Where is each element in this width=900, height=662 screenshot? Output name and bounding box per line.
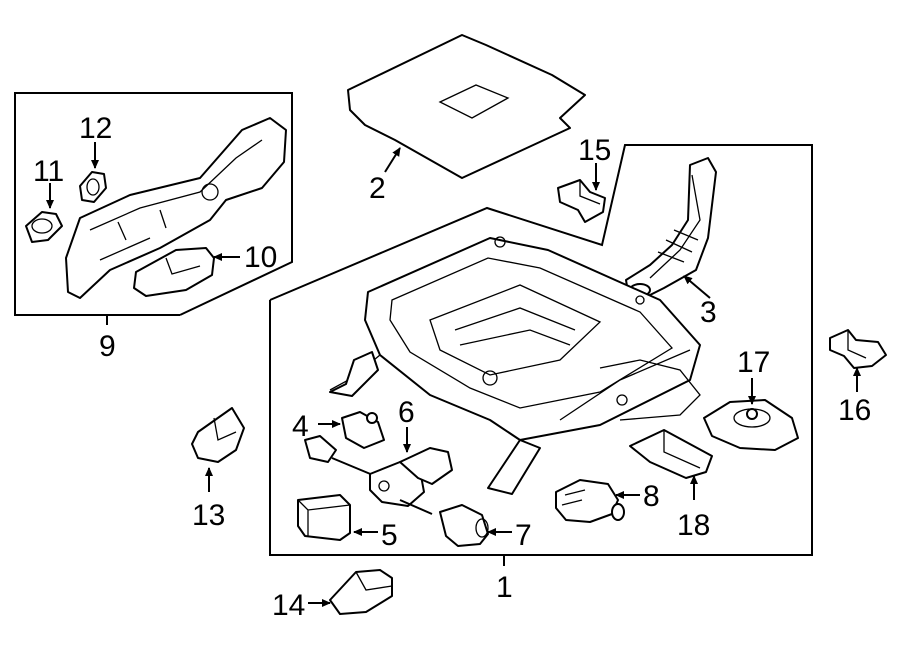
group-box-1 [269, 144, 813, 556]
part-14-switch-knob [329, 569, 393, 615]
callout-9: 9 [99, 330, 116, 363]
callout-18: 18 [677, 509, 710, 542]
callout-14: 14 [272, 589, 305, 622]
part-2-cushion-pad [347, 34, 586, 179]
arrow-2 [384, 147, 401, 173]
part-17-recliner-spring [703, 399, 799, 451]
part-8-motor [555, 479, 625, 523]
part-12-knob [79, 171, 107, 203]
callout-13: 13 [192, 499, 225, 532]
part-5-module [297, 494, 351, 541]
part-3-air-duct [625, 157, 717, 301]
part-10-switch [133, 247, 215, 297]
callout-1: 1 [496, 571, 513, 604]
callout-7: 7 [515, 519, 532, 552]
callout-6: 6 [398, 396, 415, 429]
part-18-cover [629, 429, 713, 479]
callout-10: 10 [244, 241, 277, 274]
part-15-clip [557, 179, 606, 223]
callout-5: 5 [381, 519, 398, 552]
callout-8: 8 [643, 480, 660, 513]
arrow-3 [683, 275, 711, 299]
seat-frame [329, 236, 701, 495]
callout-2: 2 [369, 172, 386, 205]
part-7-motor [439, 504, 489, 547]
part-13-bracket [191, 407, 245, 463]
part-4-sensor [341, 411, 385, 449]
part-9-side-shield [65, 117, 287, 299]
callout-15: 15 [578, 134, 611, 167]
callout-16: 16 [838, 394, 871, 427]
callout-12: 12 [79, 112, 112, 145]
callout-11: 11 [33, 155, 64, 188]
callout-17: 17 [737, 346, 770, 379]
callout-4: 4 [292, 410, 309, 443]
part-11-knob [25, 211, 63, 243]
part-6-motor-assembly [304, 435, 453, 515]
part-16-clip [829, 329, 887, 369]
group-box-9 [14, 92, 293, 316]
callout-3: 3 [700, 296, 717, 329]
